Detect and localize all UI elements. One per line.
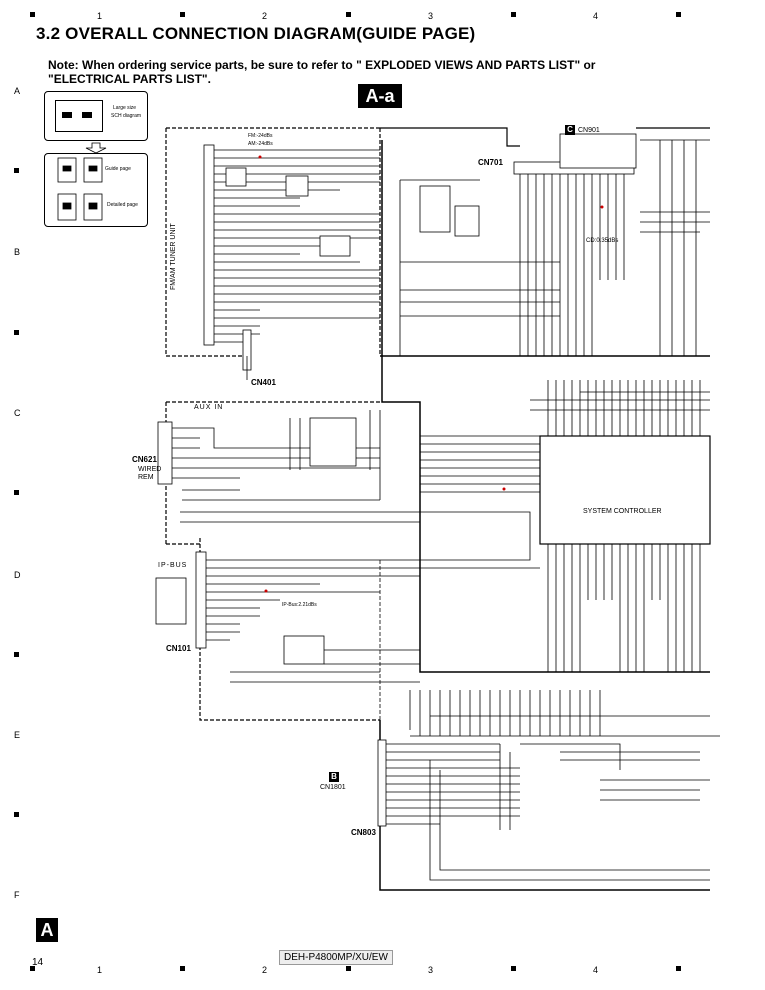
column-number-3: 3 (428, 11, 434, 21)
edge-tick (14, 168, 19, 173)
guide-page-label: Guide page (105, 166, 131, 172)
fm-level-label: FM:-24dBs (248, 133, 273, 139)
column-number-4-bottom: 4 (593, 965, 599, 975)
edge-tick (14, 812, 19, 817)
edge-tick (14, 490, 19, 495)
cn803-label: CN803 (351, 828, 376, 837)
edge-tick (180, 12, 185, 17)
cn701-label: CN701 (478, 158, 503, 167)
column-number-2-bottom: 2 (262, 965, 268, 975)
column-number-1-bottom: 1 (97, 965, 103, 975)
edge-tick (14, 330, 19, 335)
edge-tick (14, 652, 19, 657)
page-title: 3.2 OVERALL CONNECTION DIAGRAM(GUIDE PAG… (36, 24, 476, 43)
cn101-label: CN101 (166, 644, 191, 653)
row-letter-b: B (14, 247, 21, 257)
edge-tick (511, 12, 516, 17)
cd-level-label: CD:0.35dBs (586, 238, 619, 244)
edge-tick (30, 966, 35, 971)
edge-tick (180, 966, 185, 971)
ipbus-level-label: IP-Bus:2.21dBs (282, 602, 317, 608)
cn1801-label: CN1801 (320, 784, 346, 791)
ip-bus-label: IP-BUS (158, 562, 188, 569)
ordering-note-line1: Note: When ordering service parts, be su… (48, 58, 596, 72)
ordering-note: Note: When ordering service parts, be su… (48, 58, 595, 86)
row-letter-f: F (14, 890, 20, 900)
detailed-page-label: Detailed page (107, 202, 138, 208)
edge-tick (676, 966, 681, 971)
column-number-3-bottom: 3 (428, 965, 434, 975)
guide-large-size-thumbnail (55, 100, 103, 132)
guide-large-size-box: Large size SCH diagram (44, 91, 148, 141)
aux-in-label: AUX IN (194, 404, 224, 411)
row-letter-c: C (14, 408, 21, 418)
cn401-label: CN401 (251, 378, 276, 387)
edge-tick (511, 966, 516, 971)
edge-tick (676, 12, 681, 17)
column-number-4: 4 (593, 11, 599, 21)
page-number: 14 (32, 957, 44, 968)
page-section-badge: A (36, 918, 58, 942)
guide-sch-diagram-label: SCH diagram (111, 113, 142, 119)
guide-large-size-label: Large size (113, 105, 137, 111)
column-number-2: 2 (262, 11, 268, 21)
cn621-label: CN621 (132, 455, 157, 464)
wired-rem-label: WIRED REM (138, 466, 162, 481)
row-letter-d: D (14, 570, 21, 580)
am-level-label: AM:-24dBs (248, 141, 273, 147)
ordering-note-line2: "ELECTRICAL PARTS LIST". (48, 72, 211, 86)
connector-b-badge: B (329, 772, 339, 782)
system-controller-label: SYSTEM CONTROLLER (583, 508, 662, 515)
section-badge: A-a (358, 84, 402, 108)
edge-tick (30, 12, 35, 17)
row-letter-e: E (14, 730, 21, 740)
edge-tick (346, 12, 351, 17)
row-letter-a: A (14, 86, 21, 96)
cn901-label: CN901 (578, 127, 600, 134)
guide-pages-box: Guide page Detailed page (44, 153, 148, 227)
connector-c-badge: C (565, 125, 575, 135)
model-number: DEH-P4800MP/XU/EW (279, 950, 393, 965)
column-number-1: 1 (97, 11, 103, 21)
tuner-unit-label: FM/AM TUNER UNIT (170, 223, 177, 290)
edge-tick (346, 966, 351, 971)
